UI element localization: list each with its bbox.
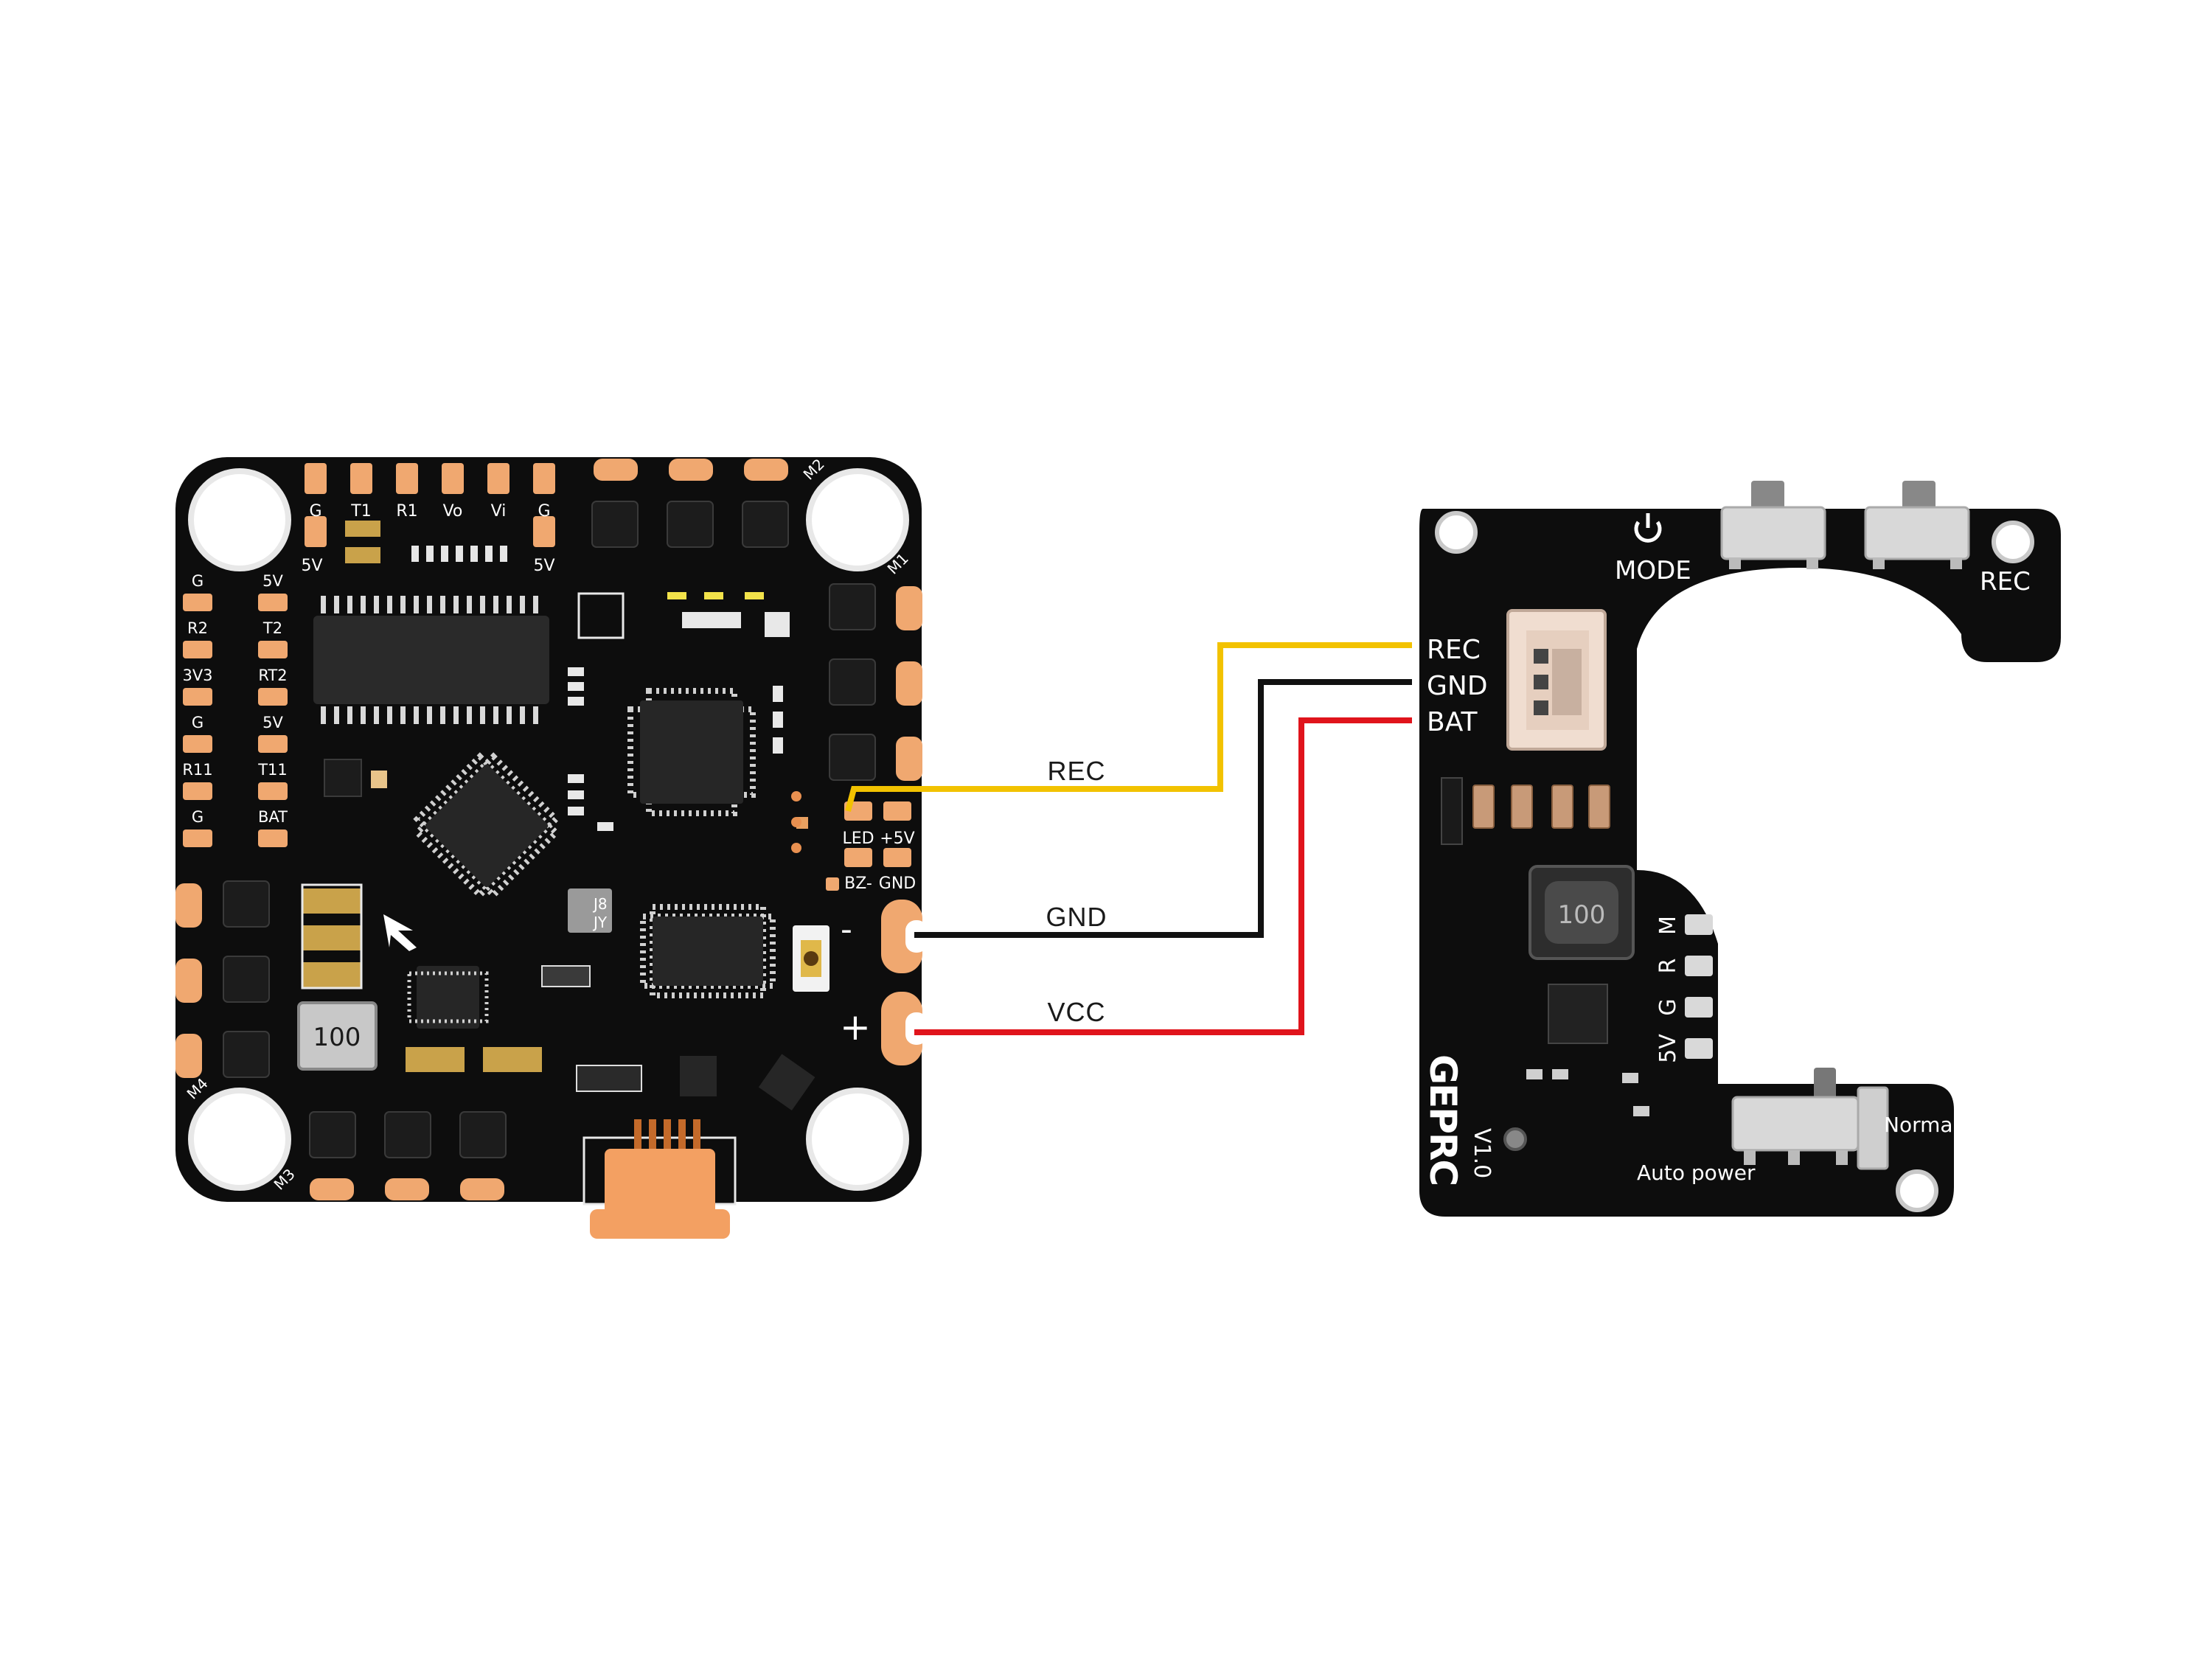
pad-label-5v-plus: +5V: [880, 830, 914, 848]
module-inductor: 100: [1528, 865, 1635, 960]
right-label-2: RT2: [258, 667, 287, 684]
pad-label-gnd: GND: [879, 874, 916, 893]
wire-label-vcc: VCC: [1047, 997, 1105, 1027]
right-label-3: 5V: [262, 714, 283, 731]
mode-label: MODE: [1615, 556, 1691, 585]
module-inductor-label: 100: [1558, 900, 1606, 930]
power-icon: [1634, 513, 1662, 543]
module-pad-m: M: [1655, 916, 1681, 935]
module-pin-rec: REC: [1427, 635, 1481, 665]
auto-power-label: Auto power: [1637, 1161, 1756, 1185]
module-pin-gnd: GND: [1427, 671, 1488, 701]
top-edge-pads: [305, 463, 555, 547]
mode-switch[interactable]: [1720, 481, 1826, 569]
right-label-0: 5V: [262, 572, 283, 590]
mcu-chip: [627, 688, 756, 816]
wire-vcc: [914, 717, 1412, 1035]
wires: [845, 642, 1412, 1035]
pad-label-vi: Vi: [491, 502, 507, 521]
left-column-pads: [183, 594, 288, 847]
left-label-4: R11: [182, 761, 212, 779]
module-pad-g: G: [1655, 998, 1681, 1015]
pad-label-bz: BZ-: [844, 874, 872, 893]
wire-label-rec: REC: [1047, 756, 1105, 786]
wire-rec: [845, 642, 1412, 813]
power-pads: [881, 900, 928, 1065]
minus-sign: -: [841, 911, 852, 948]
led-buzzer-pads: [826, 801, 911, 891]
camera-control-module: MODE REC REC GND BAT 100: [1419, 481, 2061, 1217]
top-pad-labels: G T1 R1 Vo Vi G 5V 5V: [301, 502, 554, 575]
left-label-5: G: [192, 808, 204, 826]
jst-connector: [1506, 609, 1607, 751]
gyro-chip: [413, 752, 560, 900]
pad-label-vo: Vo: [443, 502, 463, 521]
pad-label-g2: G: [538, 502, 550, 521]
normal-label: Normal: [1884, 1113, 1958, 1137]
left-label-1: R2: [187, 619, 208, 637]
pad-label-r1: R1: [396, 502, 417, 521]
flight-controller-board: G T1 R1 Vo Vi G 5V 5V M2: [175, 455, 928, 1239]
left-label-2: 3V3: [182, 667, 212, 684]
left-label-0: G: [192, 572, 204, 590]
brand-logo: GEPRC: [1422, 1054, 1464, 1185]
right-label-4: T11: [257, 761, 288, 779]
motor-pads-m2: [591, 459, 789, 548]
wire-label-gnd: GND: [1046, 902, 1107, 932]
fc-inductor-label: 100: [313, 1023, 361, 1052]
motor-pads-m3: [309, 1111, 507, 1200]
pad-label-led: LED: [842, 830, 874, 848]
module-pad-5v: 5V: [1655, 1034, 1681, 1063]
module-pad-r: R: [1655, 959, 1681, 974]
wire-gnd: [914, 679, 1412, 938]
osd-chip: [640, 904, 776, 998]
pad-label-5v-left: 5V: [301, 557, 322, 575]
left-label-3: G: [192, 714, 204, 731]
version-label: V1.0: [1469, 1128, 1495, 1178]
motor-pads-m1: [829, 583, 922, 781]
rec-label: REC: [1980, 567, 2031, 597]
plus-sign: +: [840, 1006, 871, 1048]
module-side-pads: [1685, 914, 1713, 1059]
mounting-holes: [188, 468, 909, 1191]
fc-inductor: 100: [297, 1001, 378, 1071]
rec-switch[interactable]: [1864, 481, 1970, 569]
power-mode-switch[interactable]: [1731, 1068, 1889, 1170]
module-pin-bat: BAT: [1427, 707, 1478, 737]
left-column-labels: G R2 3V3 G R11 G 5V T2 RT2 5V T11 BAT: [182, 572, 288, 826]
pad-label-t1: T1: [350, 502, 371, 521]
pad-label-5v-right: 5V: [533, 557, 554, 575]
module-pin-labels: REC GND BAT: [1427, 635, 1488, 737]
fc-mark-j8: J8: [592, 895, 608, 913]
soic-chip: [313, 596, 549, 724]
usb-connector: [582, 1119, 737, 1239]
pad-label-g1: G: [309, 502, 321, 521]
right-label-5: BAT: [258, 808, 288, 826]
fc-mark-jy: JY: [592, 914, 608, 931]
motor-pads-m4: [175, 880, 270, 1078]
right-label-1: T2: [262, 619, 282, 637]
